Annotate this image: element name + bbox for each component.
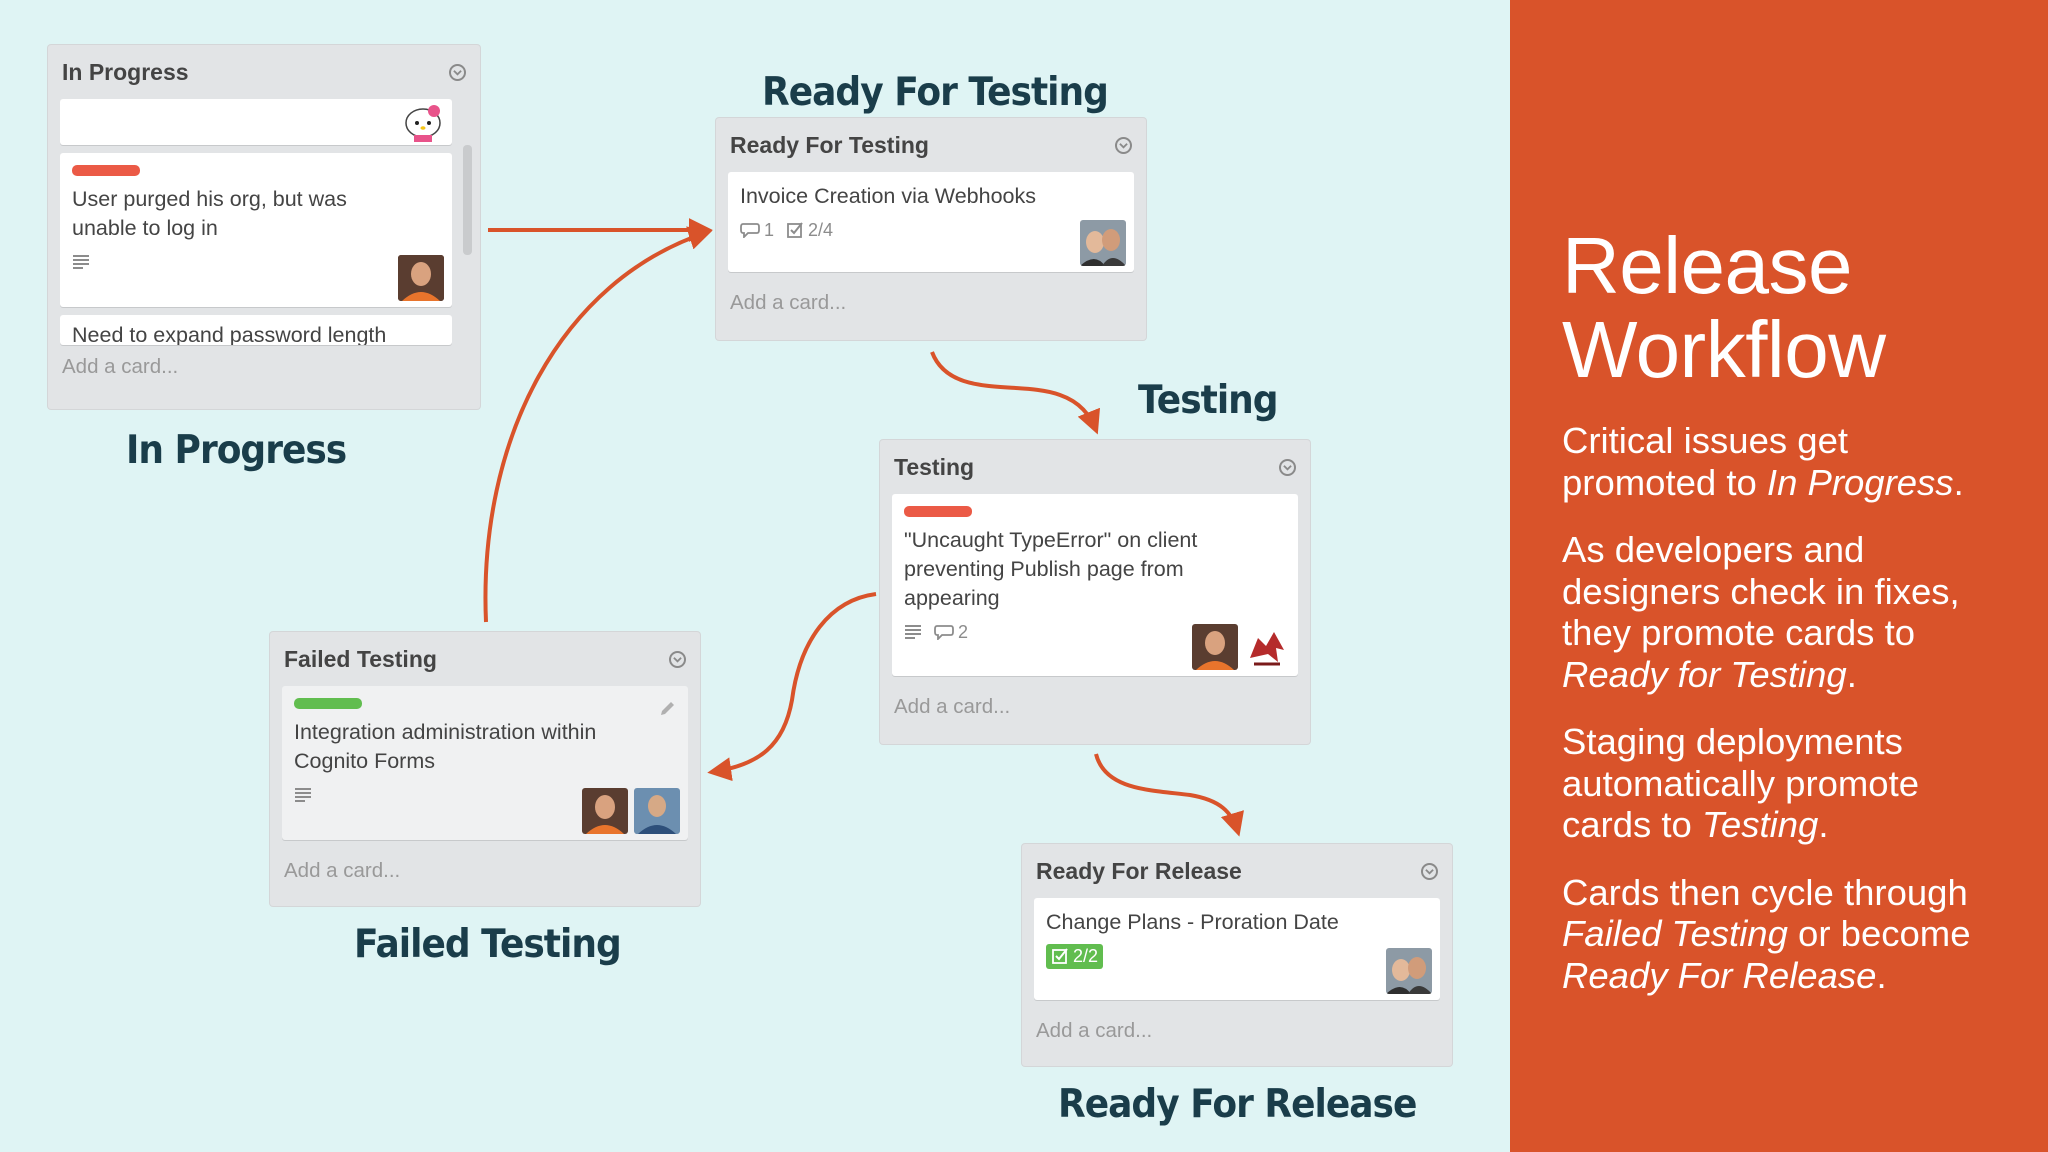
caption-in-progress: In Progress [126,428,347,474]
hello-kitty-sticker-icon [405,105,441,142]
list-menu-icon[interactable] [449,63,466,81]
avatar[interactable] [1080,220,1126,266]
comment-count: 1 [764,219,775,240]
list-header: Ready For Testing [728,118,1134,172]
card-title: Need to expand password length [72,323,387,345]
avatar[interactable] [398,255,444,301]
list-testing: Testing "Uncaught TypeError" on client p… [880,440,1310,744]
list-title: Failed Testing [284,645,437,672]
list-title: Ready For Release [1036,857,1242,884]
checklist-icon [1052,948,1068,964]
panel-paragraph-4: Cards then cycle through Failed Testing … [1562,871,1971,996]
label-green [294,698,362,709]
caption-ready-for-testing: Ready For Testing [762,70,1109,116]
card-badges: 1 2/4 [740,217,1122,243]
card-badges [72,249,440,275]
comment-badge: 1 [740,220,774,241]
add-card-button[interactable]: Add a card... [730,291,847,314]
card-badges [294,782,676,808]
label-red [904,506,972,517]
caption-testing: Testing [1138,378,1279,424]
list-ready-for-testing: Ready For Testing Invoice Creation via W… [716,118,1146,340]
card-members [1080,220,1126,266]
card-uncaught-typeerror[interactable]: "Uncaught TypeError" on client preventin… [892,494,1298,676]
card-members [1386,948,1432,994]
arrow-failed-to-readyfortesting [483,226,713,623]
card-invoice-creation[interactable]: Invoice Creation via Webhooks 1 2/4 [728,172,1134,272]
comment-count: 2 [958,621,969,642]
avatar[interactable] [582,788,628,834]
arrow-readyfortesting-to-testing [930,351,1101,435]
diagram-canvas: In Progress User purged his org, but was… [48,45,1452,1128]
arrow-testing-to-release [1094,753,1244,837]
avatar[interactable] [1386,948,1432,994]
caption-ready-for-release: Ready For Release [1058,1082,1417,1128]
comment-icon [740,223,760,238]
panel-title-line2: Workflow [1562,305,1886,394]
list-menu-icon[interactable] [1279,458,1296,476]
card-members [398,255,444,301]
label-red [72,165,140,176]
checklist-badge: 2/4 [786,220,833,241]
card-members [1192,624,1290,670]
list-ready-for-release: Ready For Release Change Plans - Prorati… [1022,844,1452,1066]
add-card-button[interactable]: Add a card... [62,355,179,378]
add-card-button[interactable]: Add a card... [1036,1019,1153,1042]
checklist-count: 2/2 [1073,945,1099,966]
card-title: "Uncaught TypeError" on client preventin… [904,528,1198,610]
card-title: Invoice Creation via Webhooks [740,184,1036,208]
list-header: Ready For Release [1034,844,1440,898]
list-menu-icon[interactable] [1421,862,1438,880]
list-menu-icon[interactable] [1115,136,1132,154]
card-user-purged[interactable]: User purged his org, but was unable to l… [60,153,452,307]
panel-paragraph-3: Staging deployments automatically promot… [1562,721,1920,845]
caption-failed-testing: Failed Testing [354,922,622,968]
comment-icon [934,625,954,640]
dragon-icon [1244,624,1290,670]
list-header: Testing [892,440,1298,494]
panel-title-line1: Release [1562,221,1853,310]
list-title: Testing [894,453,975,480]
comment-badge: 2 [934,622,968,643]
card-title: Change Plans - Proration Date [1046,910,1339,934]
list-header: In Progress [60,45,468,99]
list-title: Ready For Testing [730,131,929,158]
avatar[interactable] [1244,624,1290,670]
edit-pencil-icon[interactable] [658,700,676,718]
card-integration-admin[interactable]: Integration administration within Cognit… [282,686,688,840]
panel-paragraph-1: Critical issues get promoted to In Progr… [1562,420,1964,503]
release-workflow-panel: Release Workflow Critical issues get pro… [1510,0,2048,1152]
card-cover[interactable] [60,99,452,145]
description-icon [294,787,312,803]
flow-arrows [483,218,1244,837]
card-title: User purged his org, but was unable to l… [72,187,347,240]
list-scrollbar[interactable] [463,145,472,255]
description-icon [72,254,90,270]
arrow-testing-to-failed [707,592,877,782]
checklist-complete-badge: 2/2 [1046,943,1104,969]
list-title: In Progress [62,58,189,85]
card-password-length[interactable]: Need to expand password length [60,315,452,345]
avatar[interactable] [634,788,680,834]
avatar[interactable] [1192,624,1238,670]
list-failed-testing: Failed Testing Integration administratio… [270,632,700,906]
card-badges: 2/2 [1046,943,1428,969]
checklist-count: 2/4 [808,219,834,240]
card-badges: 2 [904,619,1286,645]
panel-paragraph-2: As developers and designers check in fix… [1562,529,1960,695]
list-menu-icon[interactable] [669,650,686,668]
card-title: Integration administration within Cognit… [294,720,597,773]
card-change-plans[interactable]: Change Plans - Proration Date 2/2 [1034,898,1440,1000]
card-members [582,788,680,834]
add-card-button[interactable]: Add a card... [894,695,1011,718]
description-icon [904,624,922,640]
checklist-icon [787,222,803,238]
list-header: Failed Testing [282,632,688,686]
list-in-progress: In Progress User purged his org, but was… [48,45,480,409]
panel-title: Release Workflow [1562,224,2008,392]
add-card-button[interactable]: Add a card... [284,859,401,882]
